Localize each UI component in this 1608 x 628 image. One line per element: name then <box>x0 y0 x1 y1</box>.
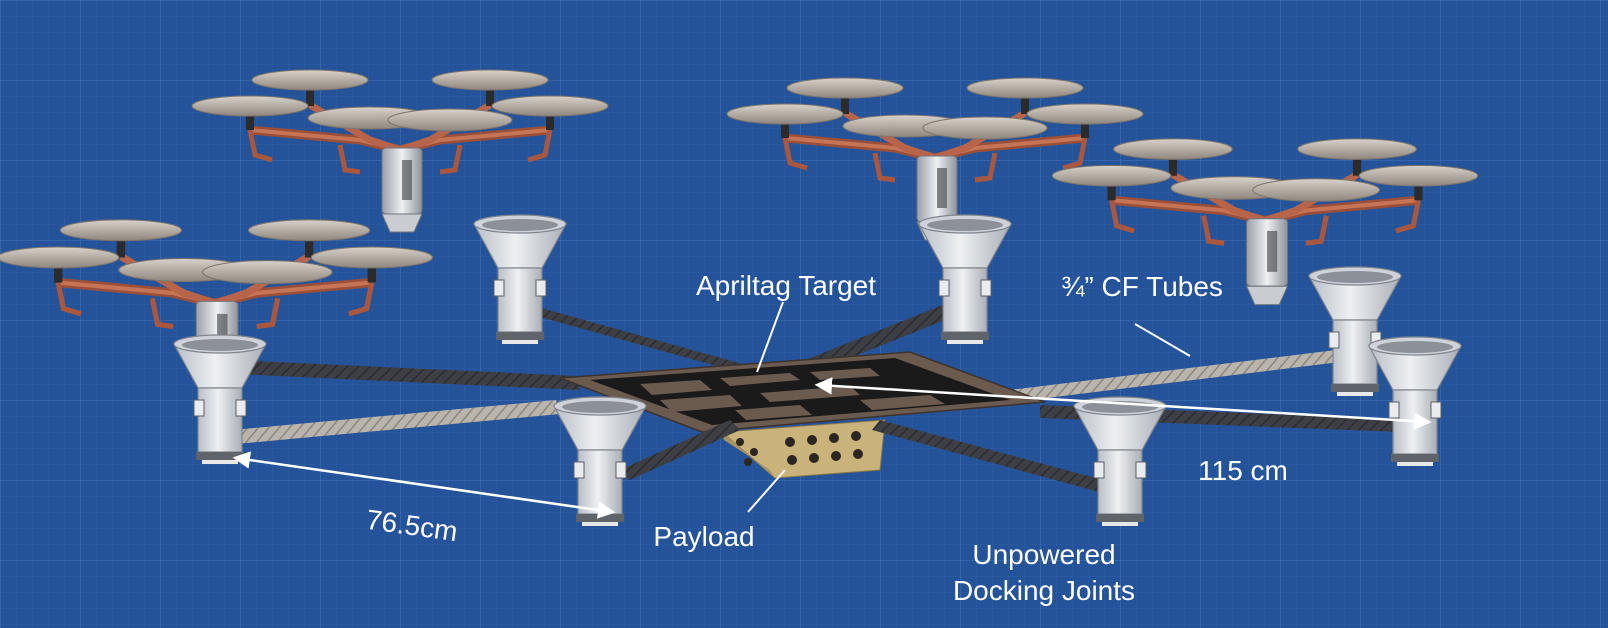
label-docking-line1: Unpowered <box>972 539 1115 570</box>
dimension-115cm-arrow <box>814 377 1432 430</box>
label-dimension-115: 115 cm <box>1198 455 1288 486</box>
dimension-76-5cm-arrow <box>232 451 616 519</box>
cf-tubes-leader-line <box>1134 323 1191 357</box>
payload-leader-line <box>747 469 786 513</box>
apriltag-leader-line <box>756 301 784 373</box>
label-cf-tubes: ¾” CF Tubes <box>1061 271 1223 302</box>
cf-tube-left <box>232 360 580 390</box>
braided-tube-left-front <box>232 400 560 444</box>
label-apriltag-target: Apriltag Target <box>696 270 876 301</box>
label-payload: Payload <box>653 521 754 552</box>
cf-tube-front-right <box>872 420 1118 495</box>
cf-tube-front-left <box>620 420 740 480</box>
cf-tube-back-left <box>512 300 760 378</box>
payload-box-icon <box>720 419 886 479</box>
label-docking-line2: Docking Joints <box>953 575 1135 606</box>
